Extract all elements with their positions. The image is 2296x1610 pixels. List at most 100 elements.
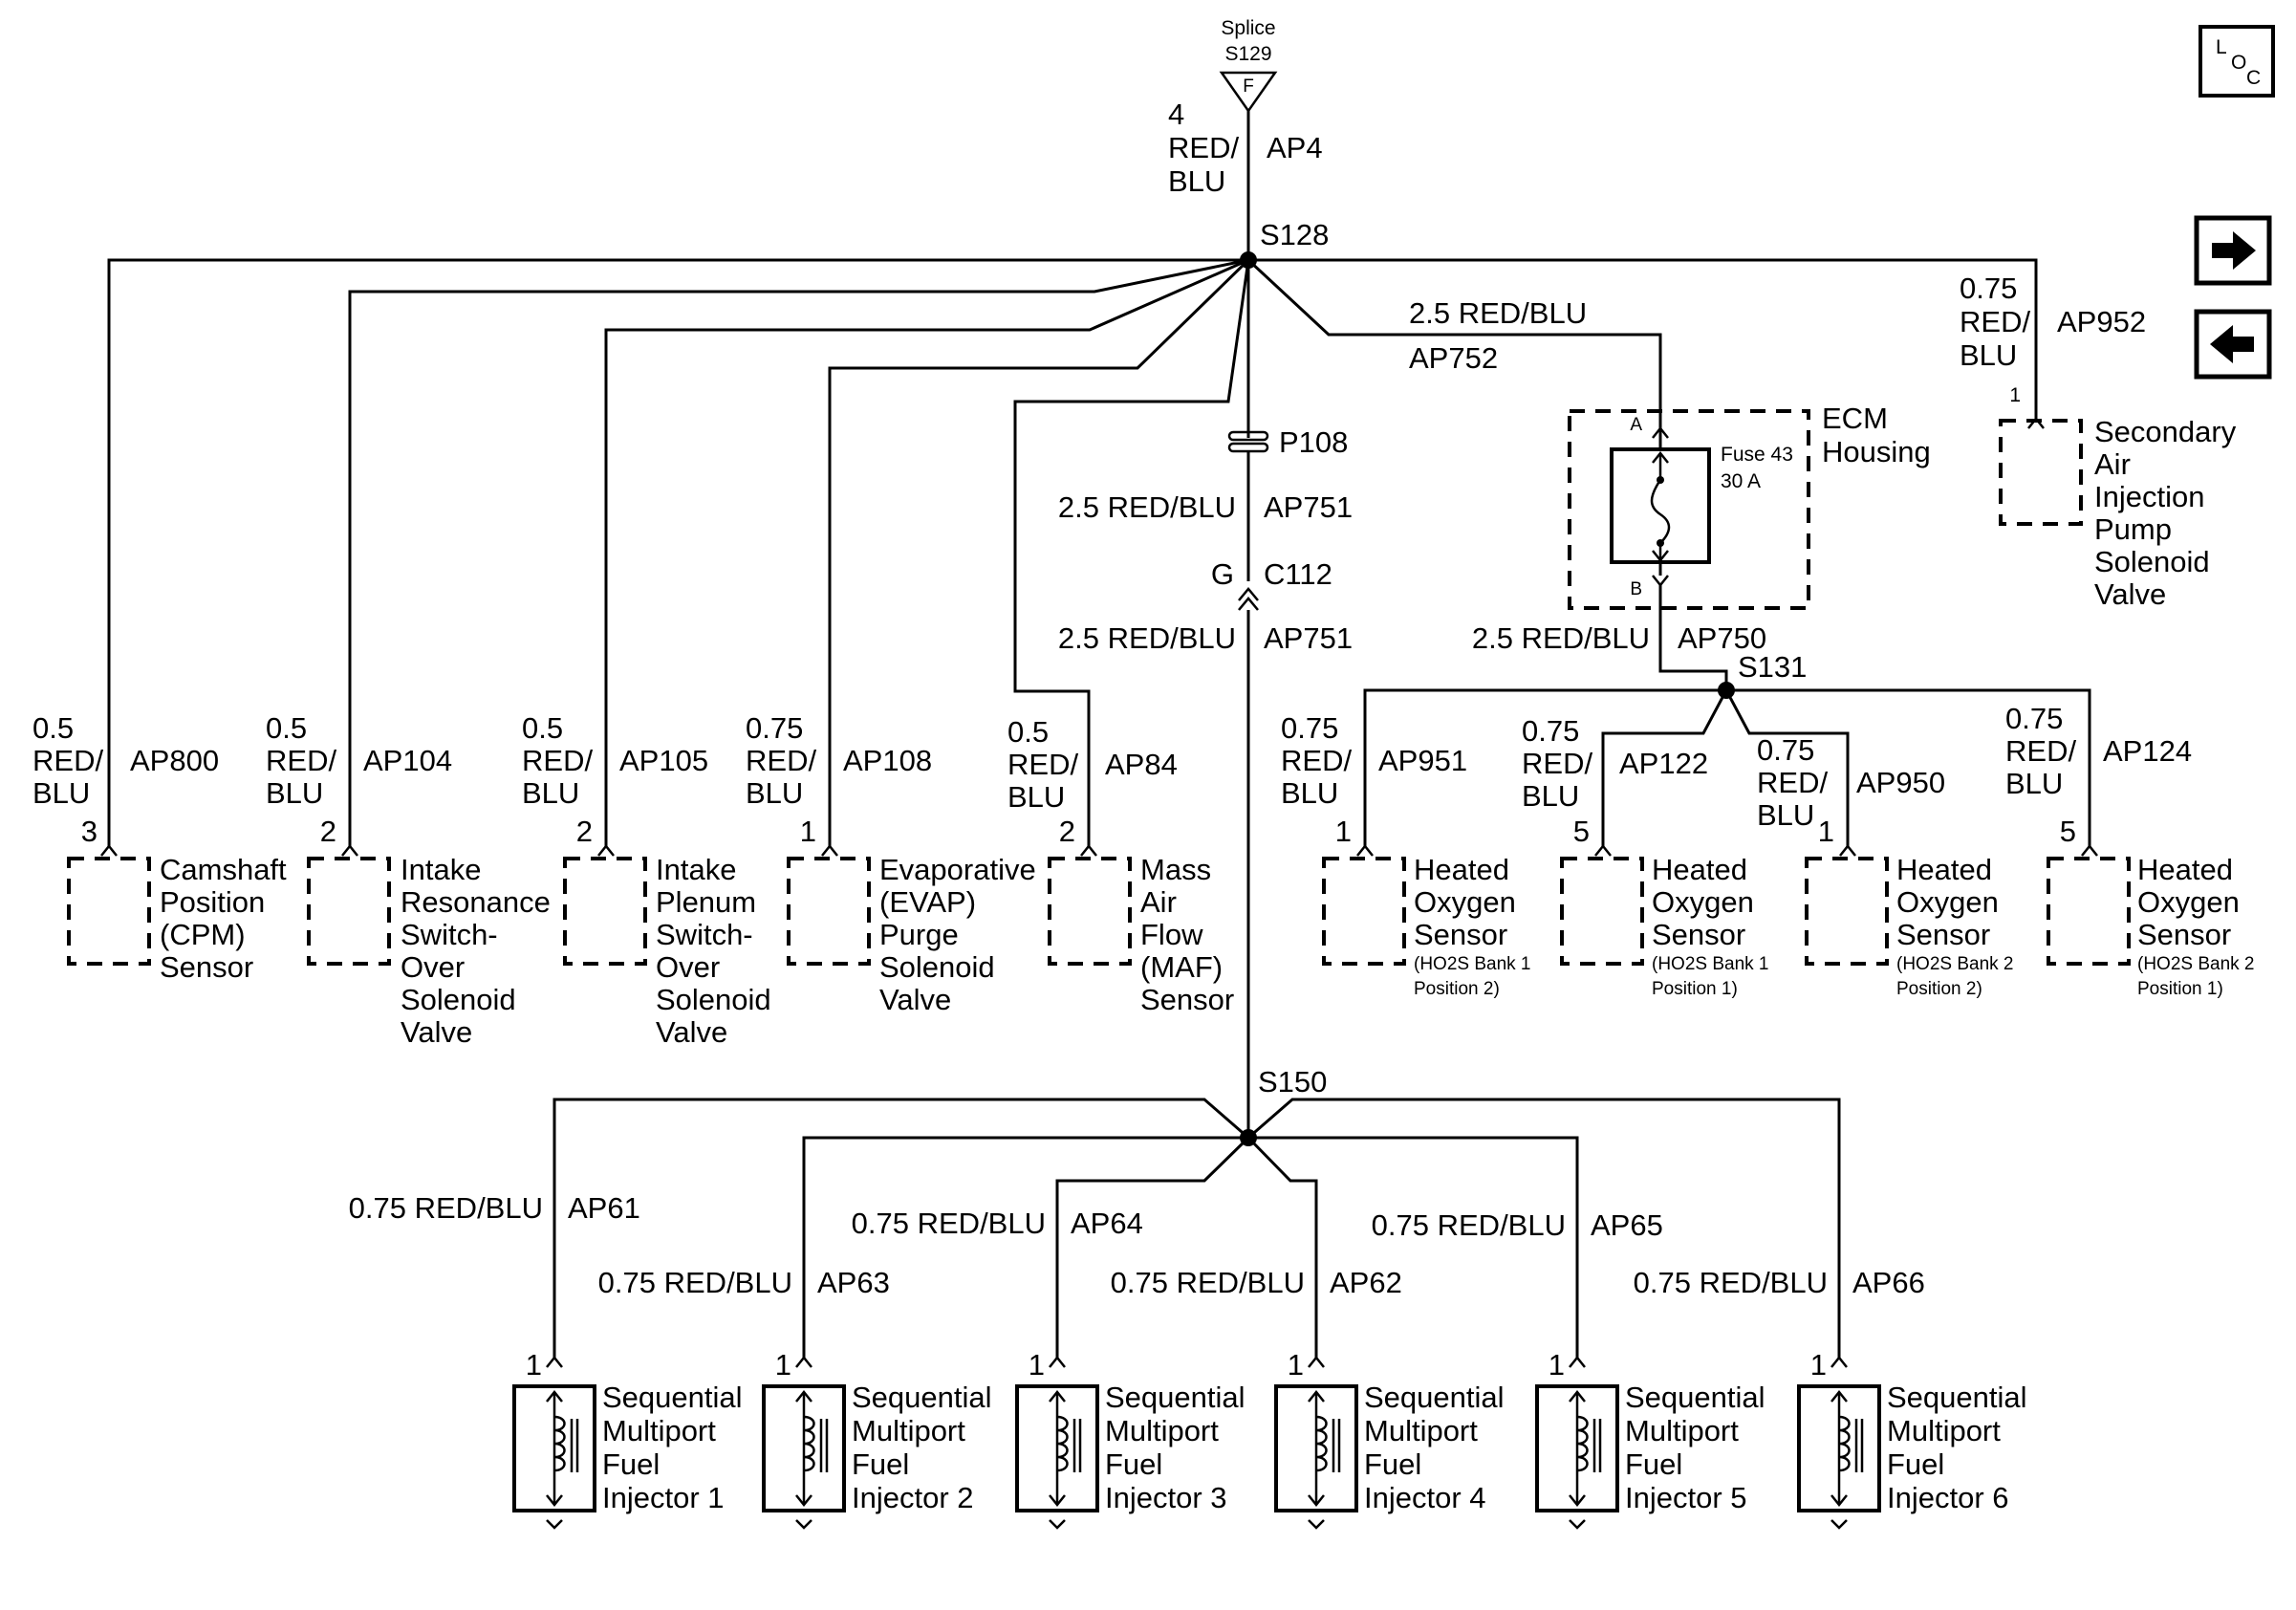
- wire-ap950: [1724, 689, 1850, 846]
- injector-2-pin-terminal: [795, 1355, 812, 1368]
- injector-3-name-1: Sequential: [1105, 1381, 1245, 1414]
- fuel-injector-4: 1 Sequential Multiport Fuel Injector 4: [1274, 1348, 1505, 1530]
- wire-ap62: [1246, 1136, 1318, 1358]
- injector-6-name-2: Multiport: [1887, 1414, 2001, 1447]
- intake-resonance-name-3: Switch-: [401, 918, 498, 951]
- locator-frame[interactable]: [2199, 25, 2275, 98]
- wire-ap64-gc: 0.75 RED/BLU: [852, 1207, 1046, 1240]
- main-feed-wire-labels: 4 RED/ BLU AP4: [1168, 98, 1323, 198]
- c112-label: C112: [1264, 557, 1332, 591]
- main-feed-color1: RED/: [1168, 131, 1239, 164]
- wire-ap124-color1: RED/: [2005, 734, 2076, 768]
- wire-ap751-lower-circuit: AP751: [1264, 621, 1353, 655]
- injector-5-ground-terminal: [1569, 1519, 1586, 1530]
- wire-ap108-circuit: AP108: [843, 744, 932, 777]
- intake-resonance-name-4: Over: [401, 950, 465, 984]
- wire-ap84-color2: BLU: [1007, 780, 1065, 814]
- wire-ap108: [828, 258, 1250, 846]
- c112-pin-male: [1238, 597, 1259, 611]
- evap-purge-outline: [787, 857, 871, 966]
- intake-resonance-name-1: Intake: [401, 853, 481, 886]
- injector-5-name-3: Fuel: [1625, 1447, 1682, 1481]
- injector-3-pin-terminal: [1049, 1355, 1066, 1368]
- fuse-43-arrow-bottom: [1652, 550, 1669, 563]
- wire-ap65-gc: 0.75 RED/BLU: [1372, 1208, 1566, 1242]
- wire-ap65-circuit: AP65: [1591, 1208, 1663, 1242]
- injector-6-name-1: Sequential: [1887, 1381, 2027, 1414]
- ho2s-b1p1-pin: 5: [1573, 815, 1590, 848]
- injector-1-name-2: Multiport: [602, 1414, 716, 1447]
- intake-resonance-valve: 0.5 RED/ BLU AP104 2 Intake Resonance Sw…: [266, 711, 551, 1049]
- injector-4-ground-terminal: [1308, 1519, 1325, 1530]
- fuel-injector-6: 1 Sequential Multiport Fuel Injector 6: [1797, 1348, 2027, 1530]
- injector-5-arrow-top: [1569, 1389, 1586, 1403]
- camshaft-sensor-pin: 3: [81, 815, 97, 848]
- injector-1-pin: 1: [526, 1348, 542, 1382]
- intake-plenum-valve: 0.5 RED/ BLU AP105 2 Intake Plenum Switc…: [522, 711, 771, 1049]
- coil-icon: [1315, 1415, 1328, 1472]
- c112-pin: G: [1211, 557, 1234, 591]
- wire-ap63: [802, 1136, 1248, 1358]
- ho2s-b2p1-pin-terminal: [2081, 843, 2098, 857]
- ho2s-b2p2-sub-1: (HO2S Bank 2: [1896, 954, 2014, 974]
- intake-resonance-outline: [307, 857, 391, 966]
- wire-ap66-gc: 0.75 RED/BLU: [1634, 1266, 1828, 1299]
- ho2s-b2p1-sub-2: Position 1): [2137, 979, 2223, 999]
- injector-5-name-1: Sequential: [1625, 1381, 1765, 1414]
- wire-ap124-color2: BLU: [2005, 767, 2063, 800]
- p108-label: P108: [1279, 425, 1348, 459]
- injector-1-name-3: Fuel: [602, 1447, 660, 1481]
- wire-ap84-color1: RED/: [1007, 748, 1078, 781]
- main-feed-gauge: 4: [1168, 98, 1184, 131]
- maf-sensor-name-1: Mass: [1140, 853, 1211, 886]
- injector-5-pin-terminal: [1569, 1355, 1586, 1368]
- wire-ap122-circuit: AP122: [1619, 747, 1708, 780]
- wire-ap105-circuit: AP105: [619, 744, 708, 777]
- injector-3-ground-terminal: [1049, 1519, 1066, 1530]
- wire-ap104-color2: BLU: [266, 776, 323, 810]
- intake-plenum-pin-terminal: [597, 843, 615, 857]
- secondary-air-name-3: Injection: [2094, 480, 2204, 513]
- ho2s-bank1-pos1: 0.75 RED/ BLU AP122 5 Heated Oxygen Sens…: [1522, 714, 1769, 999]
- wire-ap66-circuit: AP66: [1852, 1266, 1925, 1299]
- wire-ap800: [107, 258, 1248, 846]
- wire-ap800-gauge: 0.5: [32, 711, 74, 745]
- ho2s-b2p1-name-3: Sensor: [2137, 918, 2231, 951]
- ho2s-b2p2-pin: 1: [1818, 815, 1834, 848]
- wire-ap63-gc: 0.75 RED/BLU: [598, 1266, 792, 1299]
- wire-ap62-circuit: AP62: [1330, 1266, 1402, 1299]
- ecm-housing-label-1: ECM: [1822, 402, 1888, 435]
- ho2s-b1p1-outline: [1560, 857, 1644, 966]
- injector-6-name-3: Fuel: [1887, 1447, 1944, 1481]
- wire-ap64: [1055, 1136, 1250, 1358]
- ho2s-b1p1-name-1: Heated: [1652, 853, 1747, 886]
- maf-sensor-pin: 2: [1059, 815, 1075, 848]
- ho2s-b2p1-name-2: Oxygen: [2137, 885, 2240, 919]
- wire-ap950-gauge: 0.75: [1757, 733, 1814, 767]
- wire-ap750-circuit: AP750: [1678, 621, 1766, 655]
- fuse-43-name: Fuse 43: [1721, 444, 1793, 466]
- camshaft-position-sensor: 0.5 RED/ BLU AP800 3 Camshaft Position (…: [32, 711, 287, 984]
- wire-ap952-circuit: AP952: [2057, 305, 2146, 338]
- maf-sensor-name-5: Sensor: [1140, 983, 1234, 1016]
- intake-resonance-name-2: Resonance: [401, 885, 551, 919]
- arrow-right-icon[interactable]: [2212, 231, 2256, 270]
- wire-ap751-upper-gc: 2.5 RED/BLU: [1058, 490, 1236, 524]
- intake-plenum-outline: [563, 857, 647, 966]
- component-locator-button[interactable]: L O C: [2199, 25, 2275, 98]
- wire-ap800-color2: BLU: [32, 776, 90, 810]
- ho2s-b2p1-name-1: Heated: [2137, 853, 2233, 886]
- arrow-left-icon[interactable]: [2210, 325, 2254, 363]
- injector-4-pin-terminal: [1308, 1355, 1325, 1368]
- ho2s-b1p2-sub-2: Position 2): [1414, 979, 1500, 999]
- intake-plenum-pin: 2: [576, 815, 593, 848]
- next-page-button[interactable]: [2194, 215, 2272, 286]
- injector-5-pin: 1: [1549, 1348, 1565, 1382]
- injector-2-name-4: Injector 2: [852, 1481, 974, 1514]
- previous-page-button[interactable]: [2194, 309, 2272, 380]
- camshaft-sensor-outline: [67, 857, 151, 966]
- wire-ap952-gauge: 0.75: [1960, 272, 2017, 305]
- intake-plenum-name-6: Valve: [656, 1015, 727, 1049]
- injector-4-name-2: Multiport: [1364, 1414, 1478, 1447]
- injector-6-name-4: Injector 6: [1887, 1481, 2009, 1514]
